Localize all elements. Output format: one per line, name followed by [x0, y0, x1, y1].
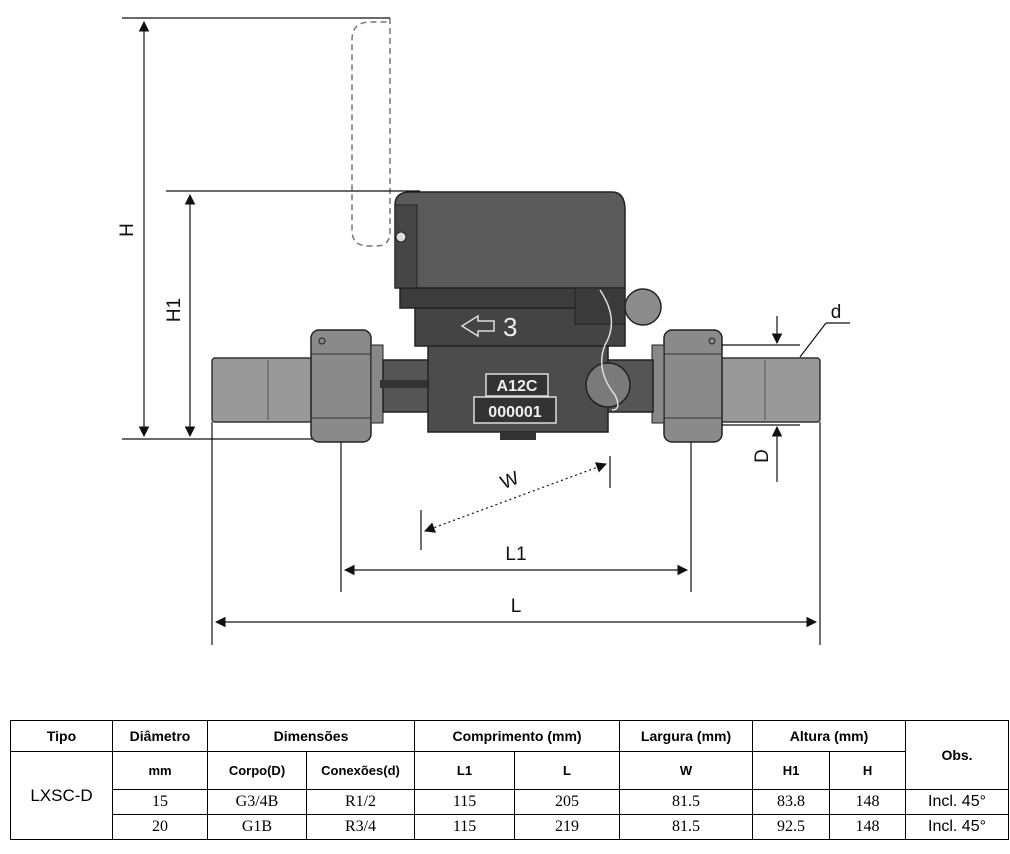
tipo-value: LXSC-D: [10, 751, 113, 840]
dim-label-h: H: [117, 223, 138, 237]
header-largura: Largura (mm): [619, 720, 754, 752]
cell-corpo: G3/4B: [207, 789, 307, 815]
header-comprimento: Comprimento (mm): [414, 720, 621, 752]
header-dimensoes: Dimensões: [206, 720, 416, 752]
dim-label-l: L: [511, 596, 522, 617]
table-header-row: Tipo Diâmetro Dimensões Comprimento (mm)…: [10, 720, 1010, 790]
dim-label-w: W: [498, 468, 523, 494]
dim-label-l1: L1: [505, 544, 526, 565]
header-diametro: Diâmetro: [112, 720, 208, 752]
cell-obs: Incl. 45°: [905, 789, 1010, 815]
header-obs: Obs.: [905, 720, 1010, 790]
left-union-nut: [310, 329, 384, 443]
water-meter-diagram: 3 A12C 000001: [117, 17, 850, 645]
cell-l: 205: [514, 789, 621, 815]
cell-h: 148: [829, 789, 907, 815]
meter-serial-plate: A12C 000001: [473, 373, 557, 424]
header-altura: Altura (mm): [752, 720, 907, 752]
subheader-l1: L1: [414, 751, 516, 790]
subheader-conexoes: Conexões(d): [305, 751, 416, 790]
cell-obs: Incl. 45°: [905, 814, 1010, 840]
cell-w: 81.5: [619, 789, 754, 815]
cell-w: 81.5: [619, 814, 754, 840]
right-union-nut: [651, 329, 723, 443]
specifications-table: Tipo Diâmetro Dimensões Comprimento (mm)…: [10, 720, 1010, 840]
cell-conexoes: R3/4: [305, 814, 416, 840]
dim-label-h1: H1: [164, 298, 185, 322]
plate-model-text: A12C: [497, 378, 538, 395]
cell-h: 148: [829, 814, 907, 840]
cell-conexoes: R1/2: [305, 789, 416, 815]
table-row: 20 G1B R3/4 115 219 81.5 92.5 148 Incl. …: [11, 814, 1010, 840]
cell-h1: 83.8: [752, 789, 831, 815]
flow-direction-arrow: 3: [460, 312, 517, 342]
cell-diametro: 20: [112, 814, 208, 840]
right-pipe: [719, 357, 821, 423]
dim-label-d-upper: D: [752, 449, 773, 463]
plate-serial-text: 000001: [488, 404, 541, 421]
subheader-l: L: [514, 751, 621, 790]
cell-l: 219: [514, 814, 621, 840]
subheader-corpo: Corpo(D): [207, 751, 307, 790]
open-lid-outline: [351, 18, 391, 247]
left-pipe: [211, 357, 313, 423]
table-subheader-row: LXSC-D mm Corpo(D) Conexões(d) L1 L W H1…: [10, 751, 1009, 840]
cell-l1: 115: [414, 814, 516, 840]
dim-label-d-lower: d: [831, 302, 842, 323]
cell-h1: 92.5: [752, 814, 831, 840]
subheader-w: W: [619, 751, 754, 790]
cell-corpo: G1B: [207, 814, 307, 840]
cell-diametro: 15: [112, 789, 208, 815]
subheader-h1: H1: [752, 751, 831, 790]
subheader-h: H: [829, 751, 907, 790]
cell-l1: 115: [414, 789, 516, 815]
meter-flow-number: 3: [503, 312, 517, 342]
table-row: 15 G3/4B R1/2 115 205 81.5 83.8 148 Incl…: [11, 789, 1010, 815]
subheader-mm: mm: [112, 751, 208, 790]
header-tipo: Tipo: [10, 720, 113, 752]
dimension-lines: [122, 17, 850, 645]
